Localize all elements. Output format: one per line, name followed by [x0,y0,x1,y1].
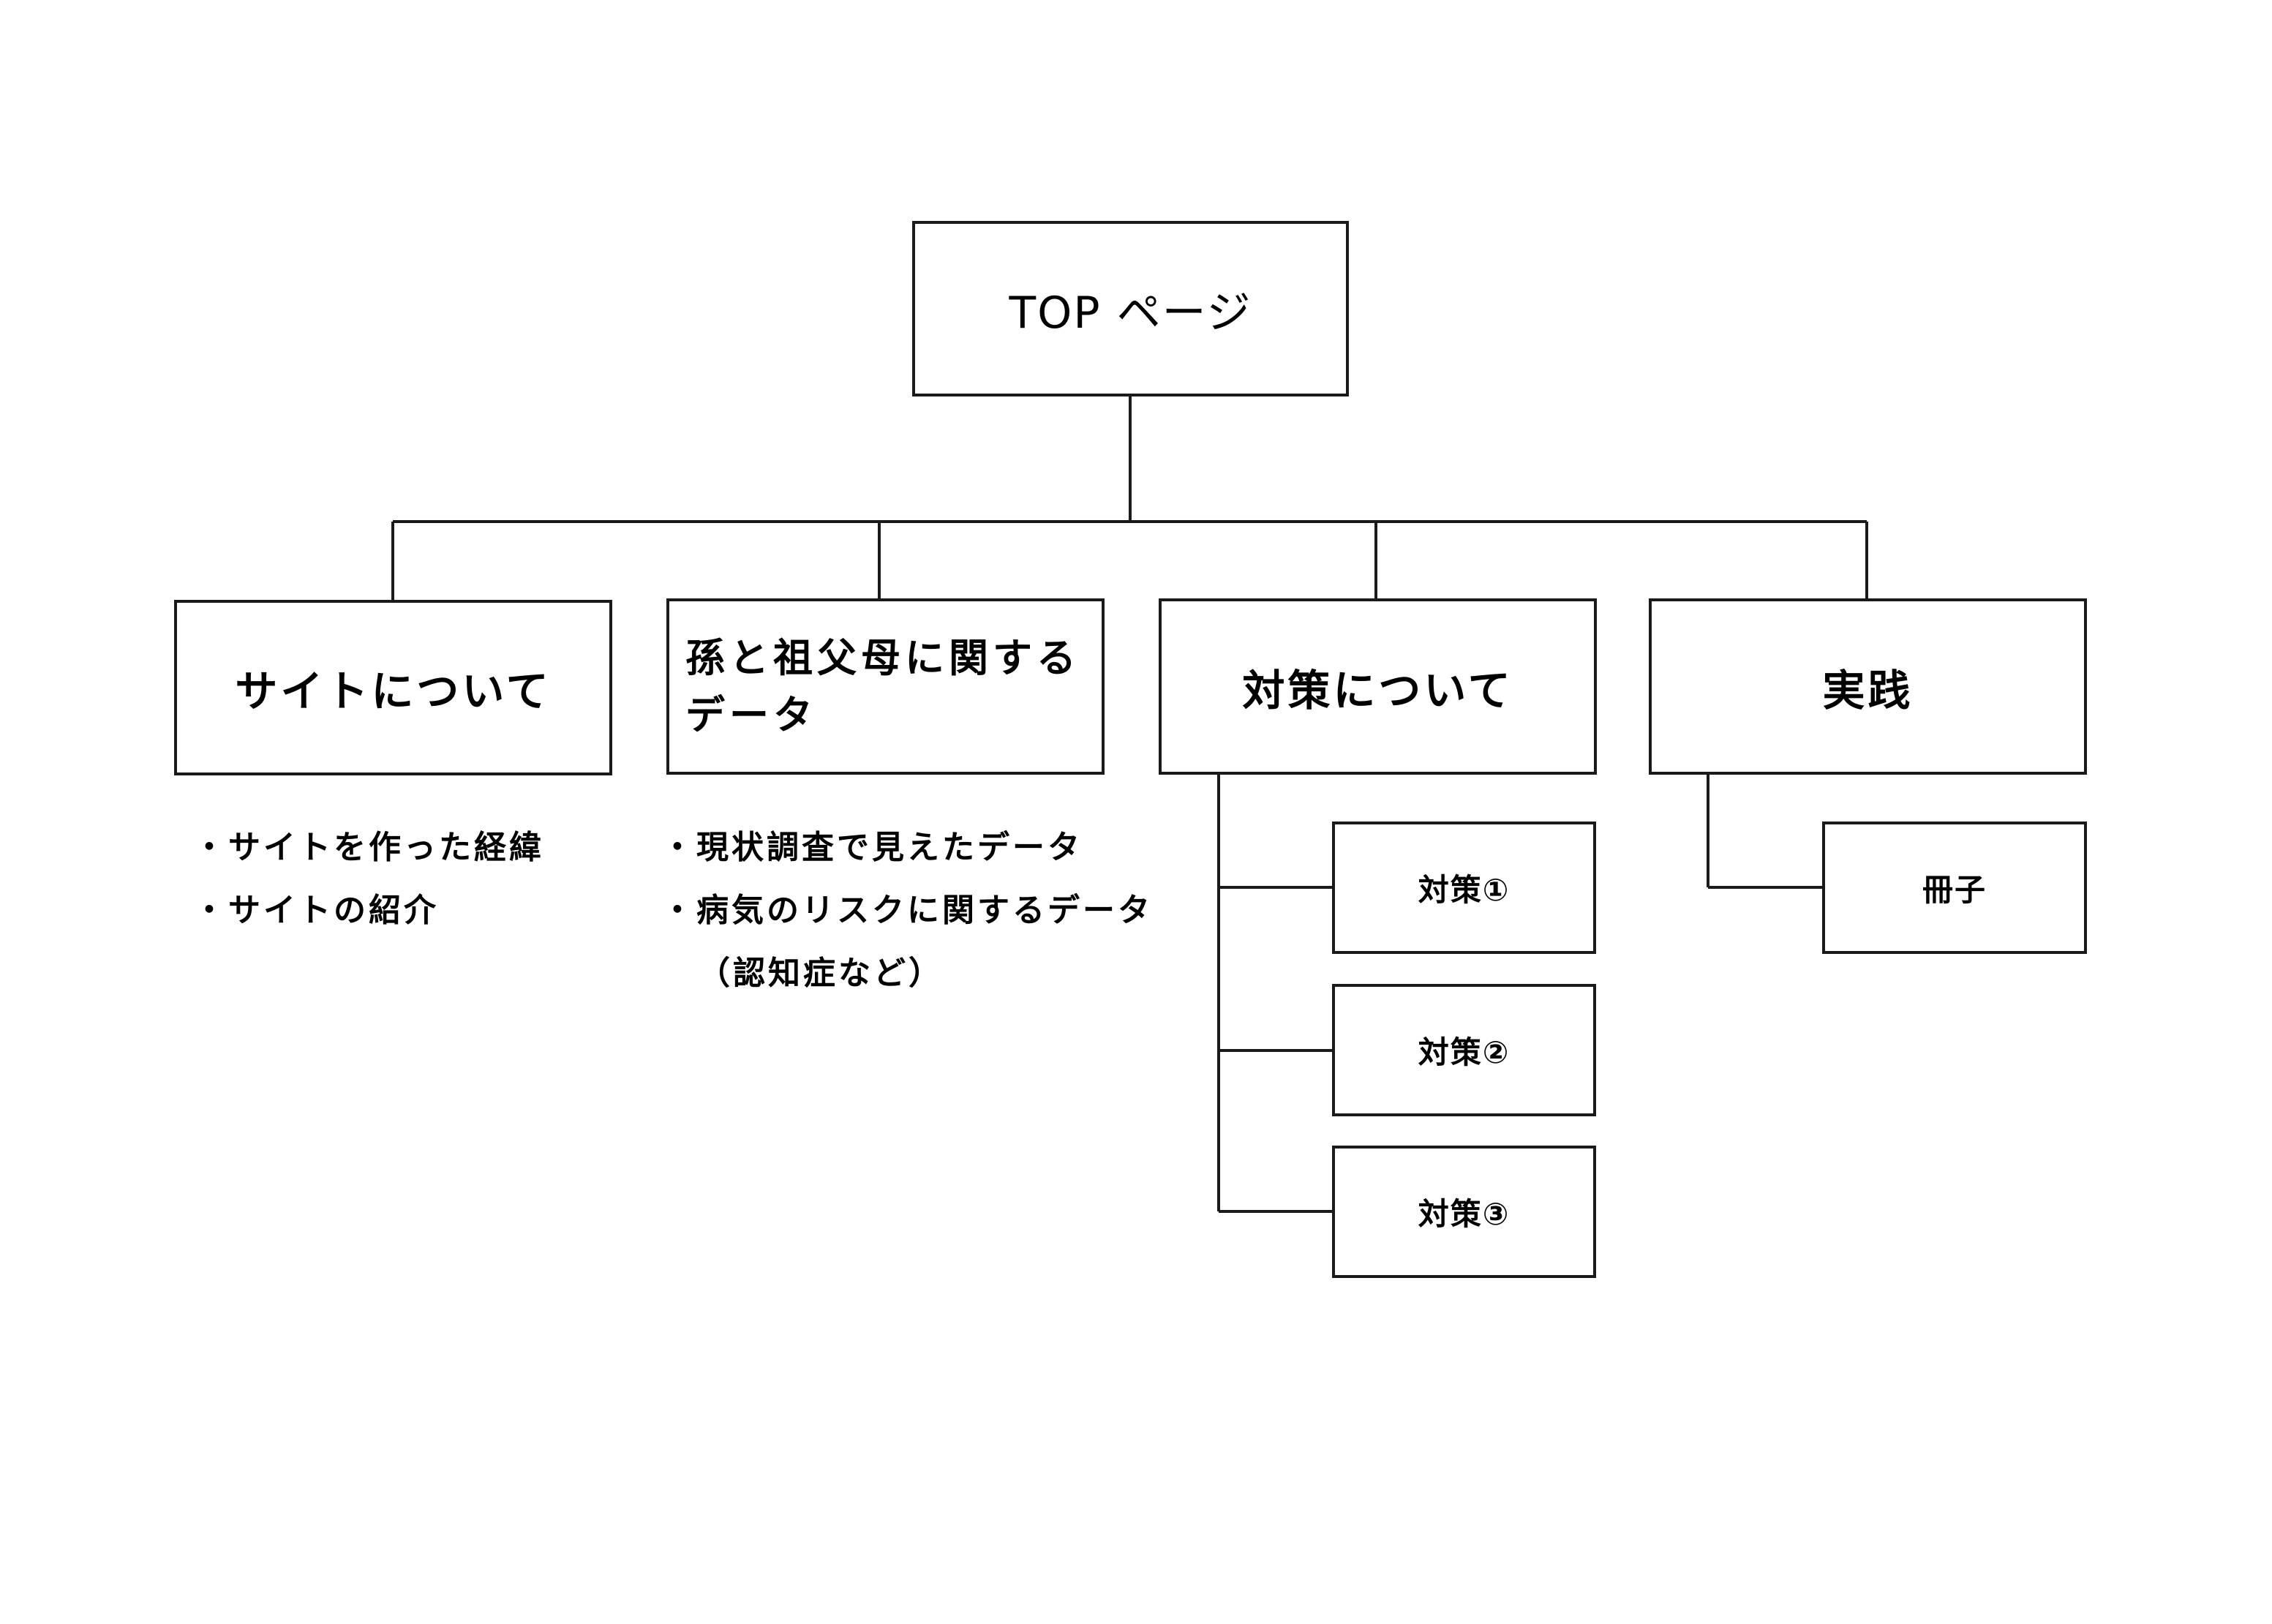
category-node-measures[interactable]: 対策について [1159,598,1597,775]
top-page-label: TOP ページ [1009,287,1252,339]
note-line: ・病気のリスクに関するデータ [661,892,1153,929]
grandchild-data-notes: ・現状調査で見えたデータ ・病気のリスクに関するデータ （認知症など） [661,816,1153,1005]
category-label: 実践 [1822,665,1914,715]
category-label: 対策について [1242,665,1513,715]
practice-node-booklet[interactable]: 冊子 [1822,822,2087,954]
category-label: 孫と祖父母に関する データ [685,634,1080,738]
note-line: ・現状調査で見えたデータ [661,829,1083,866]
measure-label: 対策③ [1418,1196,1511,1232]
category-node-about-site[interactable]: サイトについて [174,600,612,775]
category-node-grandchild-data[interactable]: 孫と祖父母に関する データ [666,598,1105,775]
note-line: ・サイトを作った経緯 [193,829,544,866]
note-line: ・サイトの紹介 [193,892,439,929]
top-page-node[interactable]: TOP ページ [912,221,1349,396]
about-site-notes: ・サイトを作った経緯 ・サイトの紹介 [193,816,544,942]
measure-label: 対策① [1418,872,1511,908]
category-node-practice[interactable]: 実践 [1649,598,2087,775]
note-line: （認知症など） [698,955,944,992]
measure-node-2[interactable]: 対策② [1332,984,1596,1116]
measure-node-3[interactable]: 対策③ [1332,1146,1596,1278]
measure-label: 対策② [1418,1034,1511,1070]
practice-label: 冊子 [1922,872,1987,908]
category-label: サイトについて [235,666,552,716]
measure-node-1[interactable]: 対策① [1332,822,1596,954]
